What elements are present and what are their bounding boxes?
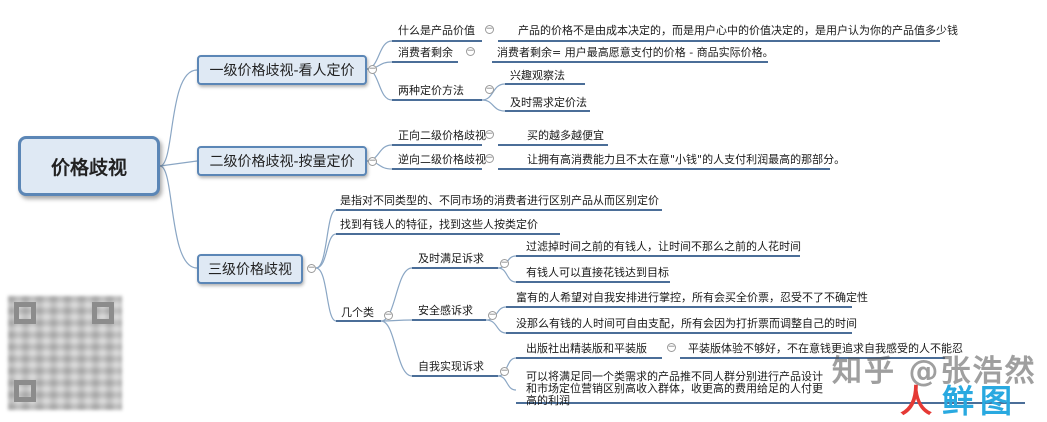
- brand-logo: 人 鲜图: [900, 376, 1040, 420]
- node-self-actualization[interactable]: 自我实现诉求: [418, 360, 484, 373]
- collapse-toggle-icon[interactable]: −: [500, 258, 509, 268]
- node-several-types[interactable]: 几个类: [341, 306, 374, 319]
- node-reverse-second-degree-desc[interactable]: 让拥有高消费能力且不太在意"小钱"的人支付利润最高的那部分。: [527, 153, 846, 166]
- node-two-pricing-methods[interactable]: 两种定价方法: [398, 84, 464, 97]
- node-consumer-surplus[interactable]: 消费者剩余: [398, 46, 453, 59]
- collapse-toggle-icon[interactable]: −: [368, 64, 377, 74]
- node-third-degree-definition[interactable]: 是指对不同类型的、不同市场的消费者进行区别产品从而区别定价: [340, 194, 659, 207]
- topic-third-degree[interactable]: 三级价格歧视: [197, 254, 303, 284]
- collapse-toggle-icon[interactable]: −: [485, 153, 494, 163]
- node-reverse-second-degree[interactable]: 逆向二级价格歧视: [398, 153, 486, 166]
- node-product-value[interactable]: 什么是产品价值: [398, 24, 475, 37]
- root-topic[interactable]: 价格歧视: [18, 136, 160, 196]
- watermark-text: 知乎 @张浩然: [832, 354, 1037, 389]
- node-security-need-a[interactable]: 富有的人希望对自我安排进行掌控，所有会买全价票，忍受不了不确定性: [516, 291, 868, 304]
- node-instant-gratification-a[interactable]: 过滤掉时间之前的有钱人，让时间不那么之前的人花时间: [526, 240, 801, 253]
- collapse-toggle-icon[interactable]: −: [485, 84, 494, 94]
- node-interest-observation[interactable]: 兴趣观察法: [510, 69, 565, 82]
- node-forward-second-degree[interactable]: 正向二级价格歧视: [398, 129, 486, 142]
- node-product-value-desc[interactable]: 产品的价格不是由成本决定的，而是用户心中的价值决定的，是用户认为你的产品值多少钱: [518, 24, 958, 37]
- qr-finder-icon: [14, 302, 36, 324]
- topic-first-degree[interactable]: 一级价格歧视-看人定价: [197, 55, 367, 85]
- collapse-toggle-icon[interactable]: −: [667, 342, 676, 352]
- qr-finder-icon: [92, 302, 114, 324]
- topic-first-degree-label: 一级价格歧视-看人定价: [209, 63, 355, 79]
- collapse-toggle-icon[interactable]: −: [485, 24, 494, 34]
- root-topic-label: 价格歧视: [50, 156, 127, 179]
- node-forward-second-degree-desc[interactable]: 买的越多越便宜: [527, 129, 604, 142]
- brand-logo-right: 鲜图: [942, 382, 1019, 420]
- collapse-toggle-icon[interactable]: −: [485, 129, 494, 139]
- node-instant-demand-pricing[interactable]: 及时需求定价法: [510, 96, 587, 109]
- topic-second-degree-label: 二级价格歧视-按量定价: [209, 154, 355, 170]
- node-self-actualization-a[interactable]: 出版社出精装版和平装版: [526, 342, 647, 355]
- collapse-toggle-icon[interactable]: −: [384, 310, 393, 320]
- topic-third-degree-label: 三级价格歧视: [208, 262, 292, 278]
- blurred-qr-code: [8, 296, 122, 410]
- node-security-need-b[interactable]: 没那么有钱的人时间可自由支配，所有会因为打折票而调整自己的时间: [516, 317, 857, 330]
- node-find-rich-features[interactable]: 找到有钱人的特征，找到这些人按类定价: [340, 218, 538, 231]
- collapse-toggle-icon[interactable]: −: [307, 263, 316, 273]
- qr-finder-icon: [14, 380, 36, 402]
- node-instant-gratification-b[interactable]: 有钱人可以直接花钱达到目标: [526, 266, 669, 279]
- node-consumer-surplus-desc[interactable]: 消费者剩余= 用户最高愿意支付的价格 - 商品实际价格。: [497, 46, 774, 59]
- node-self-actualization-b[interactable]: 可以将满足同一个类需求的产品推不同人群分别进行产品设计和市场定位营销区别高收入群…: [526, 370, 823, 407]
- collapse-toggle-icon[interactable]: −: [368, 156, 377, 166]
- node-instant-gratification[interactable]: 及时满足诉求: [418, 252, 484, 265]
- collapse-toggle-icon[interactable]: −: [488, 310, 497, 320]
- node-security-need[interactable]: 安全感诉求: [418, 304, 473, 317]
- collapse-toggle-icon[interactable]: −: [466, 46, 475, 56]
- topic-second-degree[interactable]: 二级价格歧视-按量定价: [197, 146, 367, 176]
- brand-logo-left: 人: [900, 382, 933, 420]
- collapse-toggle-icon[interactable]: −: [500, 366, 509, 376]
- node-self-actualization-a-desc[interactable]: 平装版体验不够好，不在意钱更追求自我感受的人不能忍: [688, 342, 963, 355]
